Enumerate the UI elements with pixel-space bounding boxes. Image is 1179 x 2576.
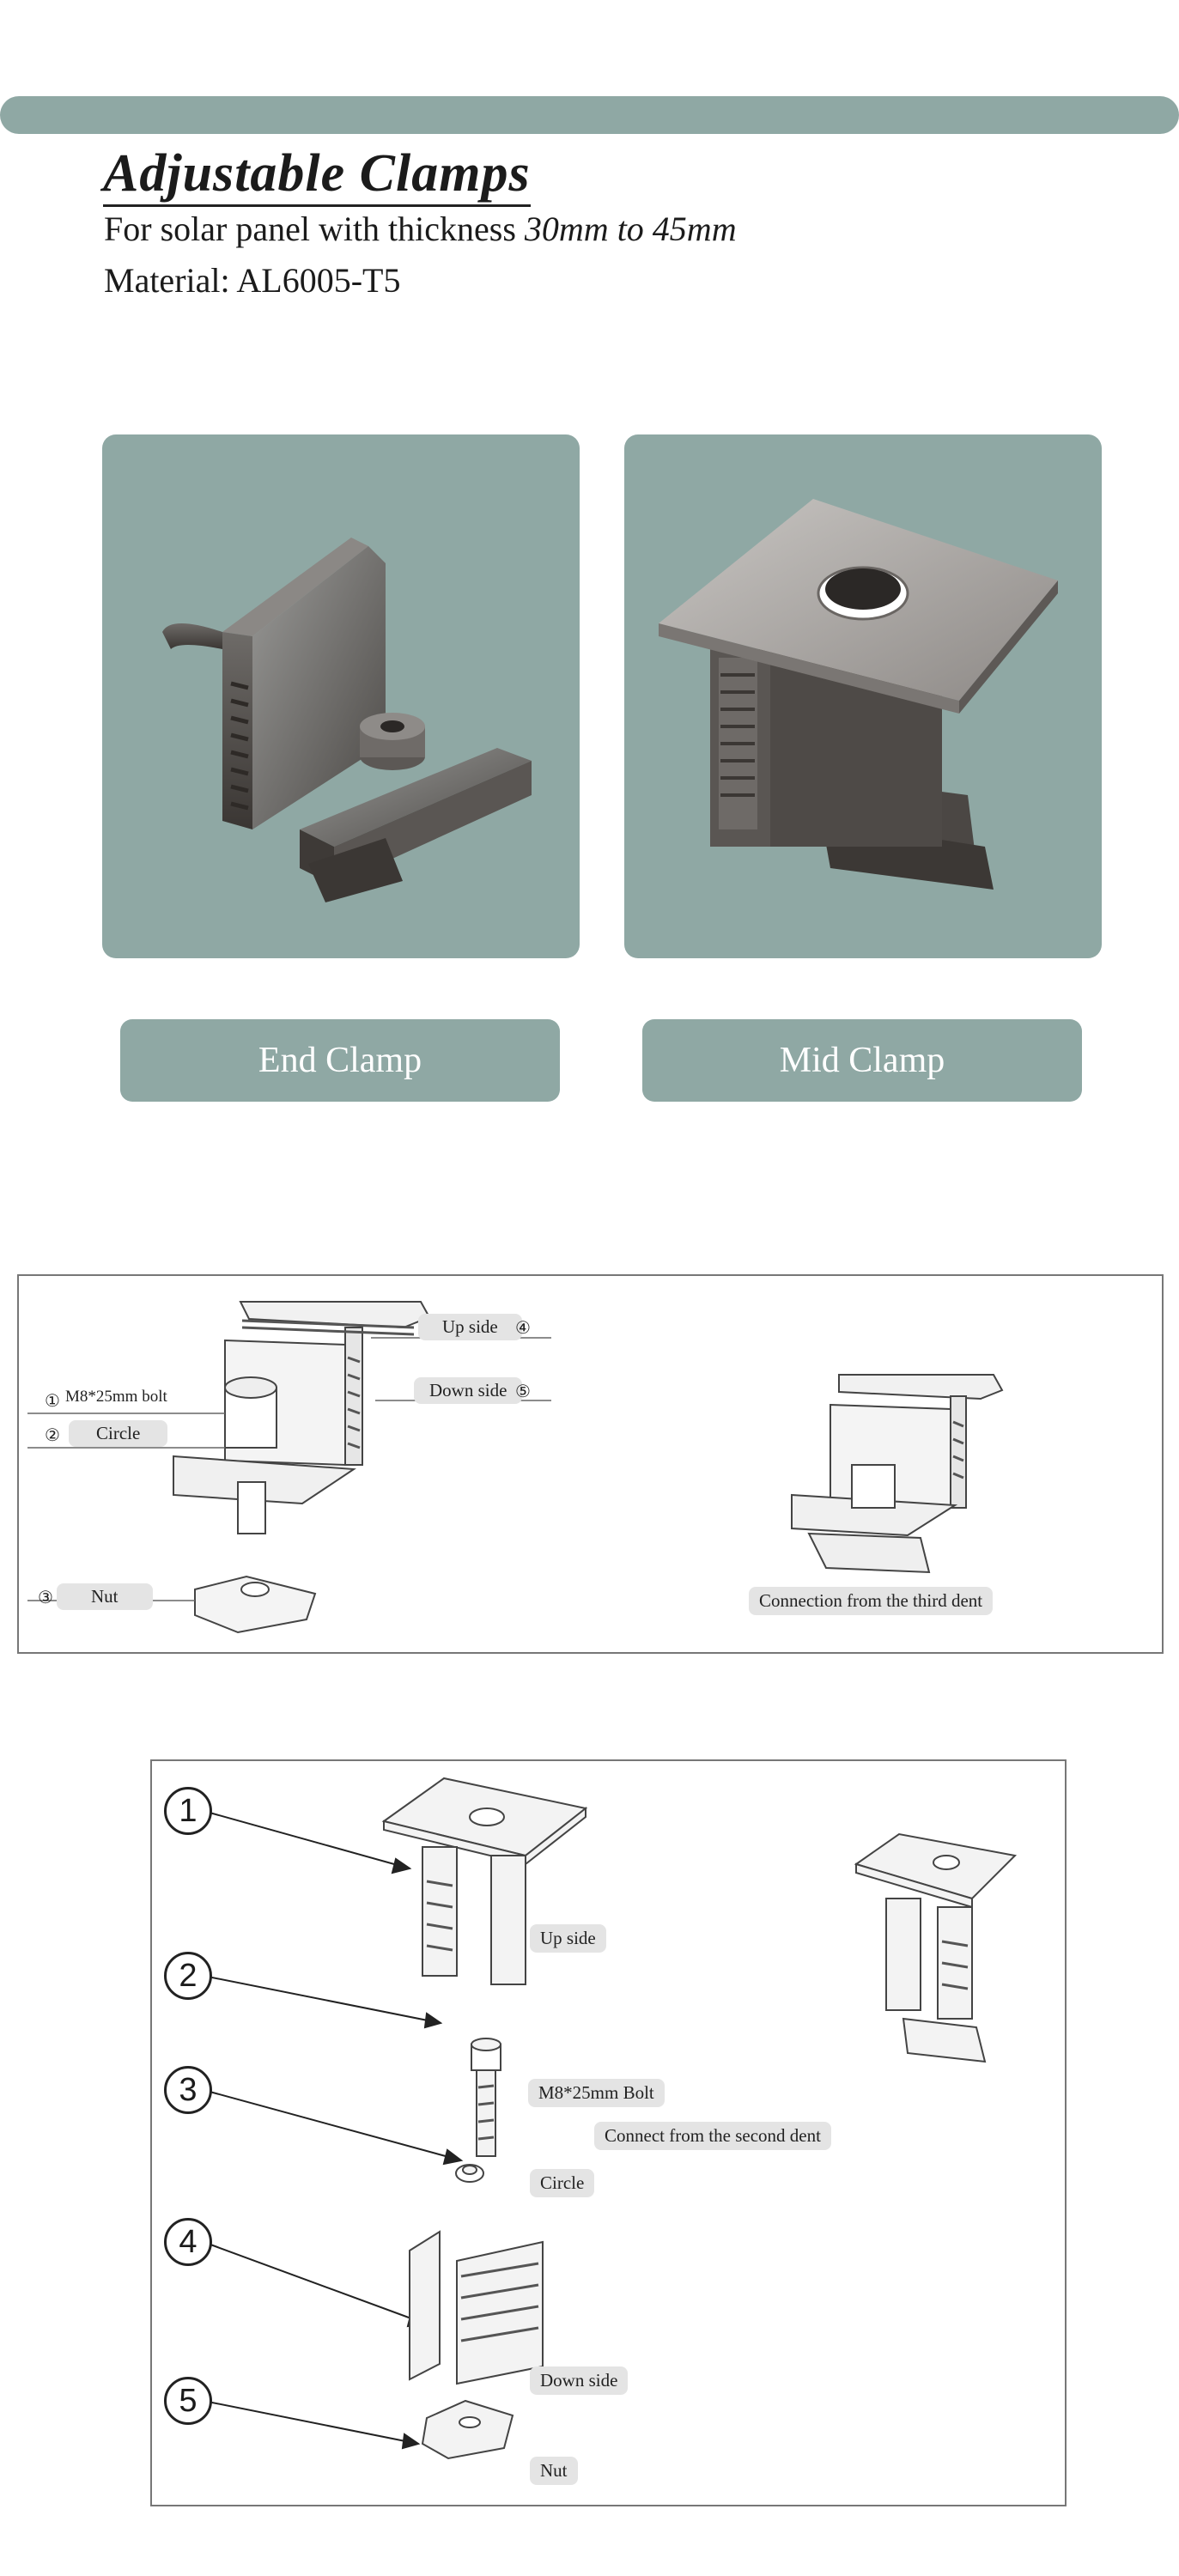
subtitle-prefix: For solar panel with thickness: [104, 210, 525, 248]
end-clamp-illustration: [162, 538, 532, 902]
subtitle: For solar panel with thickness 30mm to 4…: [104, 209, 737, 250]
up-side-tag: Up side: [530, 1924, 606, 1953]
mid-clamp-illustration: [659, 499, 1058, 890]
part-number-2: ②: [45, 1425, 60, 1445]
down-side-label: Down side: [414, 1377, 523, 1405]
callout-circle-3: 3: [164, 2066, 212, 2114]
part-number-1: ①: [45, 1390, 60, 1411]
part-number-5: ⑤: [515, 1381, 531, 1401]
top-accent-bar: [0, 96, 1179, 134]
end-clamp-caption: Connection from the third dent: [749, 1587, 994, 1616]
part-number-4: ④: [515, 1317, 531, 1338]
callout-circle-5: 5: [164, 2377, 212, 2425]
callout-circle-4: 4: [164, 2218, 212, 2266]
callout-circle-1: 1: [164, 1787, 212, 1835]
circle-tag: Circle: [530, 2169, 595, 2198]
up-side-label: Up side: [418, 1314, 522, 1341]
mid-clamp-line-drawing: [203, 1777, 1018, 2460]
mid-clamp-caption: Connect from the second dent: [594, 2122, 831, 2151]
thickness-range: 30mm to 45mm: [524, 210, 737, 248]
material-spec: Material: AL6005-T5: [104, 261, 401, 300]
mid-clamp-photo: [624, 434, 1102, 958]
end-clamp-button[interactable]: End Clamp: [120, 1019, 560, 1102]
end-clamp-line-drawing: [27, 1301, 1004, 1634]
bolt-tag: M8*25mm Bolt: [528, 2079, 665, 2108]
callout-circle-2: 2: [164, 1952, 212, 2000]
end-clamp-photo: [102, 434, 580, 958]
circle-label: Circle: [69, 1420, 168, 1448]
nut-label: Nut: [57, 1583, 153, 1611]
end-clamp-diagram: ① M8*25mm bolt ② Circle ③ Nut Up side ④ …: [17, 1274, 1164, 1654]
nut-tag: Nut: [530, 2457, 578, 2486]
down-side-tag: Down side: [530, 2366, 629, 2396]
bolt-label: M8*25mm bolt: [65, 1388, 167, 1406]
mid-clamp-button[interactable]: Mid Clamp: [642, 1019, 1082, 1102]
part-number-3: ③: [38, 1587, 53, 1607]
mid-clamp-diagram: 1 2 3 4 5 Up side M8*25mm Bolt Circle Do…: [150, 1759, 1067, 2506]
page-title: Adjustable Clamps: [103, 144, 531, 208]
